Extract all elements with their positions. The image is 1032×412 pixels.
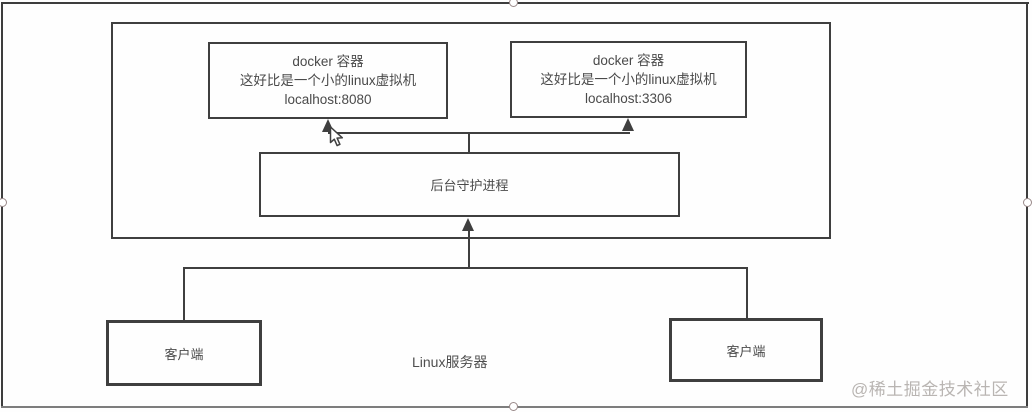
- client-box-left: 客户端: [106, 320, 262, 386]
- client-label: 客户端: [164, 346, 204, 362]
- resize-handle-right[interactable]: [1023, 198, 1032, 207]
- container-host: localhost:8080: [284, 92, 372, 107]
- mouse-pointer-icon: [329, 126, 344, 147]
- client-box-right: 客户端: [669, 318, 823, 382]
- branch-horizontal-line: [328, 132, 630, 134]
- docker-container-box-2: docker 容器 这好比是一个小的linux虚拟机 localhost:330…: [510, 41, 747, 118]
- container-title: docker 容器: [292, 54, 364, 69]
- container-desc: 这好比是一个小的linux虚拟机: [540, 72, 717, 87]
- resize-handle-top[interactable]: [509, 0, 518, 7]
- arrow-up-icon: [622, 118, 634, 131]
- container-desc: 这好比是一个小的linux虚拟机: [239, 73, 417, 88]
- resize-handle-left[interactable]: [0, 198, 7, 207]
- docker-container-box-1: docker 容器 这好比是一个小的linux虚拟机 localhost:808…: [208, 42, 448, 119]
- client-label: 客户端: [726, 343, 766, 359]
- right-client-drop-line: [746, 267, 748, 318]
- daemon-label: 后台守护进程: [430, 178, 509, 193]
- container-title: docker 容器: [592, 53, 665, 68]
- watermark-text: @稀土掘金技术社区: [851, 380, 1009, 399]
- linux-server-box: [111, 22, 831, 239]
- daemon-to-branch-line: [468, 133, 470, 153]
- linux-server-label: Linux服务器: [412, 354, 488, 370]
- clients-to-daemon-line: [468, 229, 470, 268]
- clients-horizontal-line: [183, 267, 748, 269]
- resize-handle-bottom[interactable]: [509, 402, 518, 411]
- daemon-box: 后台守护进程: [259, 152, 680, 217]
- left-client-drop-line: [183, 267, 185, 320]
- container-host: localhost:3306: [584, 91, 673, 106]
- arrow-up-icon: [462, 218, 474, 231]
